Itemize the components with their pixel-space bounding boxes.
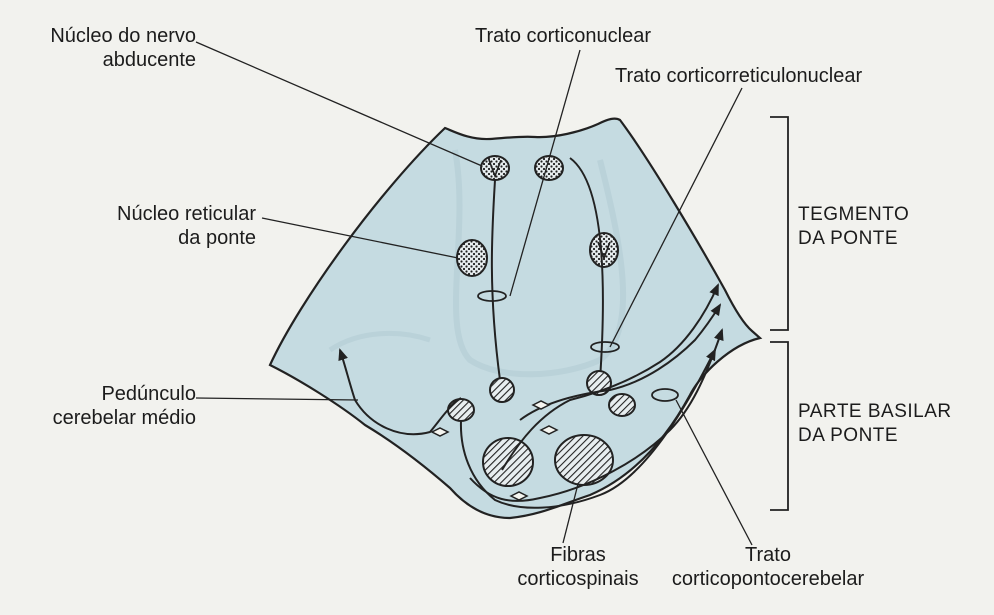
reticular-nucleus-left <box>456 239 488 277</box>
label-tegmentum-line2: DA PONTE <box>798 228 899 249</box>
bracket-tegmentum <box>770 116 789 331</box>
label-corticopontocerebellar-line1: Trato <box>745 544 791 566</box>
label-tegmentum: TEGMENTO DA PONTE <box>798 203 909 251</box>
pontine-nucleus-left <box>447 398 475 422</box>
label-basilar-part: PARTE BASILAR DA PONTE <box>798 400 952 448</box>
label-reticular-nucleus-line1: Núcleo reticular <box>117 203 256 225</box>
fiber-right-vertical <box>569 157 604 381</box>
label-corticospinal-line1: Fibras <box>550 544 606 566</box>
label-abducens-nucleus-line2: abducente <box>102 49 196 71</box>
leader-lines <box>195 41 753 546</box>
label-peduncle-line1: Pedúnculo <box>101 383 196 405</box>
label-abducens-nucleus: Núcleo do nervo abducente <box>8 24 196 72</box>
label-peduncle-line2: cerebelar médio <box>52 407 196 429</box>
corticonuclear-tract-ring <box>477 290 507 302</box>
label-abducens-nucleus-line1: Núcleo do nervo <box>50 25 196 47</box>
abducens-nucleus-right <box>534 155 564 181</box>
label-corticonuclear-tract: Trato corticonuclear <box>475 25 651 47</box>
label-basilar-part-line2: DA PONTE <box>798 425 899 446</box>
bracket-basilar <box>770 341 789 511</box>
abducens-nucleus-left <box>480 155 510 181</box>
pontine-nucleus-right <box>608 393 636 417</box>
label-corticoreticulonuclear-tract: Trato corticorreticulonuclear <box>615 65 863 87</box>
basilar-bundle-left <box>489 377 515 403</box>
synapse-marks <box>430 400 559 501</box>
label-basilar-part-line1: PARTE BASILAR <box>798 401 952 422</box>
label-reticular-nucleus: Núcleo reticular da ponte <box>50 202 256 250</box>
fiber-left-vertical <box>490 179 501 381</box>
reticular-nucleus-right <box>589 232 619 268</box>
label-corticopontocerebellar-line2: corticopontocerebelar <box>671 568 865 590</box>
label-reticular-nucleus-line2: da ponte <box>178 227 256 249</box>
label-tegmentum-line1: TEGMENTO <box>798 204 910 225</box>
corticoreticulonuclear-tract-ring <box>590 341 620 353</box>
corticopontocerebellar-tract-ring <box>651 388 679 402</box>
corticospinal-fibers-right <box>554 434 614 486</box>
label-corticospinal-line2: corticospinais <box>517 568 639 590</box>
label-corticospinal-fibers: Fibras corticospinais <box>508 543 648 591</box>
transverse-fibers <box>338 283 724 509</box>
label-middle-cerebellar-peduncle: Pedúnculo cerebelar médio <box>8 382 196 430</box>
label-corticopontocerebellar-tract: Trato corticopontocerebelar <box>668 543 868 591</box>
